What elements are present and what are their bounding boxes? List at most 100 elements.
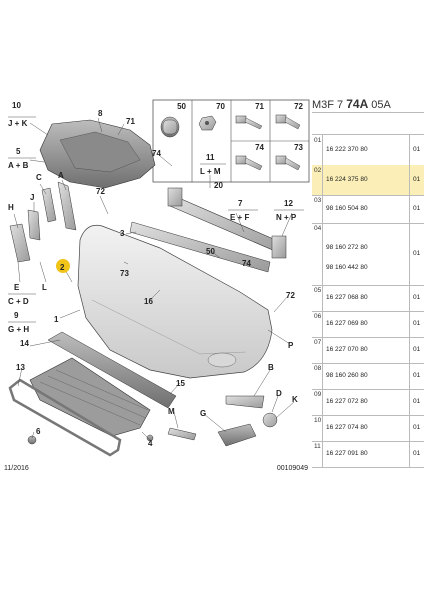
callout-e-f: E + F bbox=[230, 213, 249, 222]
part-number: 16 227 072 80 bbox=[326, 398, 368, 405]
hardware-boxes: 50 70 71 72 74 73 bbox=[152, 99, 310, 183]
screw-73-icon bbox=[275, 155, 301, 171]
row-index: 02 bbox=[314, 167, 322, 174]
part-number: 16 224 375 80 bbox=[326, 176, 368, 183]
callout-14: 14 bbox=[20, 339, 29, 348]
nut-70-icon bbox=[198, 115, 217, 131]
callout-h: H bbox=[8, 203, 14, 212]
callout-3: 3 bbox=[120, 229, 125, 238]
callout-l: L bbox=[42, 283, 47, 292]
box-label-72: 72 bbox=[294, 102, 303, 111]
callout-2: 2 bbox=[60, 263, 65, 272]
callout-labels: 10 J + K 8 71 5 A + B 74 11 L + M 20 C A… bbox=[8, 101, 304, 448]
callout-5: 5 bbox=[16, 147, 21, 156]
part-number: 16 227 074 80 bbox=[326, 424, 368, 431]
row-divider bbox=[409, 363, 410, 389]
callout-c: C bbox=[36, 173, 42, 182]
box-label-71: 71 bbox=[255, 102, 264, 111]
callout-j-k: J + K bbox=[8, 119, 28, 128]
callout-74: 74 bbox=[152, 149, 161, 158]
row-divider bbox=[322, 223, 323, 285]
row-divider bbox=[409, 165, 410, 195]
part-15-center-grille bbox=[29, 357, 151, 437]
part-8-upper-cover bbox=[39, 119, 156, 189]
part-number: 98 160 442 80 bbox=[326, 264, 368, 272]
row-divider bbox=[322, 415, 323, 441]
parts-row-09[interactable]: 09 16 227 072 80 01 bbox=[312, 389, 424, 416]
box-label-70: 70 bbox=[216, 102, 225, 111]
callout-m: M bbox=[168, 407, 175, 416]
callout-e: E bbox=[14, 283, 20, 292]
callout-11: 11 bbox=[206, 153, 215, 162]
small-parts-bottom bbox=[27, 395, 278, 447]
diagram-date: 11/2016 bbox=[4, 465, 29, 472]
row-quantity: 01 bbox=[413, 424, 421, 431]
callout-l-m: L + M bbox=[200, 167, 221, 176]
row-index: 09 bbox=[314, 391, 322, 398]
row-divider bbox=[322, 135, 323, 165]
leader-lines bbox=[13, 117, 295, 441]
row-divider bbox=[322, 441, 323, 467]
callout-a-b: A + B bbox=[8, 161, 29, 170]
row-divider bbox=[409, 441, 410, 467]
part-number: 16 227 091 80 bbox=[326, 450, 368, 457]
callout-g-h: G + H bbox=[8, 325, 29, 334]
callout-74b: 74 bbox=[242, 259, 251, 268]
part-3-upper-absorber bbox=[129, 221, 271, 273]
row-divider bbox=[322, 195, 323, 223]
callout-1: 1 bbox=[54, 315, 59, 324]
row-index: 07 bbox=[314, 339, 322, 346]
diagram-reference-header: M3F 7 74A 05A bbox=[312, 96, 424, 113]
callout-10: 10 bbox=[12, 101, 21, 110]
box-label-50: 50 bbox=[177, 102, 186, 111]
side-brackets bbox=[9, 181, 77, 263]
callout-g: G bbox=[200, 409, 206, 418]
part-number: 16 227 070 80 bbox=[326, 346, 368, 353]
callout-b: B bbox=[268, 363, 274, 372]
row-divider bbox=[322, 363, 323, 389]
parts-row-11[interactable]: 11 16 227 091 80 01 bbox=[312, 441, 424, 468]
highlight-circle-part-2 bbox=[56, 259, 70, 273]
row-index: 06 bbox=[314, 313, 322, 320]
callout-n-p: N + P bbox=[276, 213, 297, 222]
row-divider bbox=[409, 389, 410, 415]
callout-p: P bbox=[288, 341, 294, 350]
row-quantity: 01 bbox=[413, 250, 421, 257]
row-divider bbox=[322, 165, 323, 195]
part-number: 16 222 370 80 bbox=[326, 146, 368, 153]
row-divider bbox=[322, 311, 323, 337]
callout-16: 16 bbox=[144, 297, 153, 306]
row-divider bbox=[409, 337, 410, 363]
row-quantity: 01 bbox=[413, 320, 421, 327]
callout-d: D bbox=[276, 389, 282, 398]
part-number: 98 160 504 80 bbox=[326, 205, 368, 212]
row-divider bbox=[409, 285, 410, 311]
callout-7: 7 bbox=[238, 199, 243, 208]
row-quantity: 01 bbox=[413, 205, 421, 212]
part-number: 16 227 068 80 bbox=[326, 294, 368, 301]
row-quantity: 01 bbox=[413, 398, 421, 405]
row-quantity: 01 bbox=[413, 372, 421, 379]
header-bold-code: 74A bbox=[346, 97, 369, 111]
row-divider bbox=[409, 415, 410, 441]
row-index: 11 bbox=[314, 443, 321, 450]
row-quantity: 01 bbox=[413, 294, 421, 301]
row-index: 01 bbox=[314, 137, 322, 144]
part-1-bumper-shell bbox=[77, 224, 273, 379]
header-prefix: M3F 7 bbox=[312, 99, 347, 111]
callout-73: 73 bbox=[120, 269, 129, 278]
row-divider bbox=[409, 311, 410, 337]
box-label-74: 74 bbox=[255, 143, 264, 152]
row-quantity: 01 bbox=[413, 450, 421, 457]
callout-a: A bbox=[58, 171, 64, 180]
